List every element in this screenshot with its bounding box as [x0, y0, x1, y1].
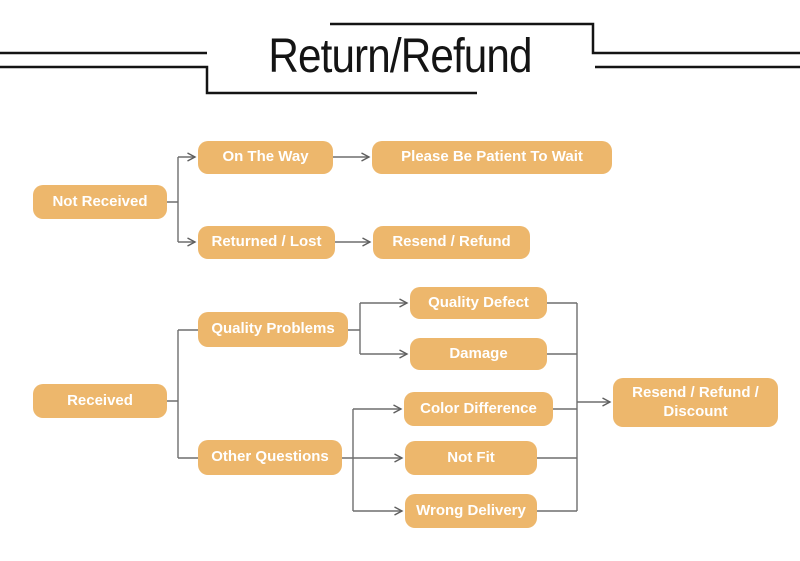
edge-collector [537, 302, 578, 512]
node-color-difference: Color Difference [404, 392, 553, 426]
node-resend-refund: Resend / Refund [373, 226, 530, 259]
edge-quality-problems-branch [348, 303, 361, 354]
node-wrong-delivery: Wrong Delivery [405, 494, 537, 528]
page-title: Return/Refund [268, 30, 532, 83]
node-received: Received [33, 384, 167, 418]
title-decor-lines [0, 22, 800, 95]
node-other-questions: Other Questions [198, 440, 342, 475]
edge-received-branch [167, 329, 198, 459]
node-on-the-way: On The Way [198, 141, 333, 174]
edge-not-received-branch [167, 157, 179, 242]
edge-other-questions-branch [342, 409, 354, 511]
node-resend-refund-discount: Resend / Refund / Discount [613, 378, 778, 427]
decor-left-step-line [0, 65, 477, 95]
node-returned-lost: Returned / Lost [198, 226, 335, 259]
flow-connectors [167, 152, 612, 516]
node-quality-defect: Quality Defect [410, 287, 547, 319]
node-not-fit: Not Fit [405, 441, 537, 475]
node-damage: Damage [410, 338, 547, 370]
node-not-received: Not Received [33, 185, 167, 219]
node-quality-problems: Quality Problems [198, 312, 348, 347]
decor-right-step-line [330, 22, 800, 55]
node-please-be-patient: Please Be Patient To Wait [372, 141, 612, 174]
